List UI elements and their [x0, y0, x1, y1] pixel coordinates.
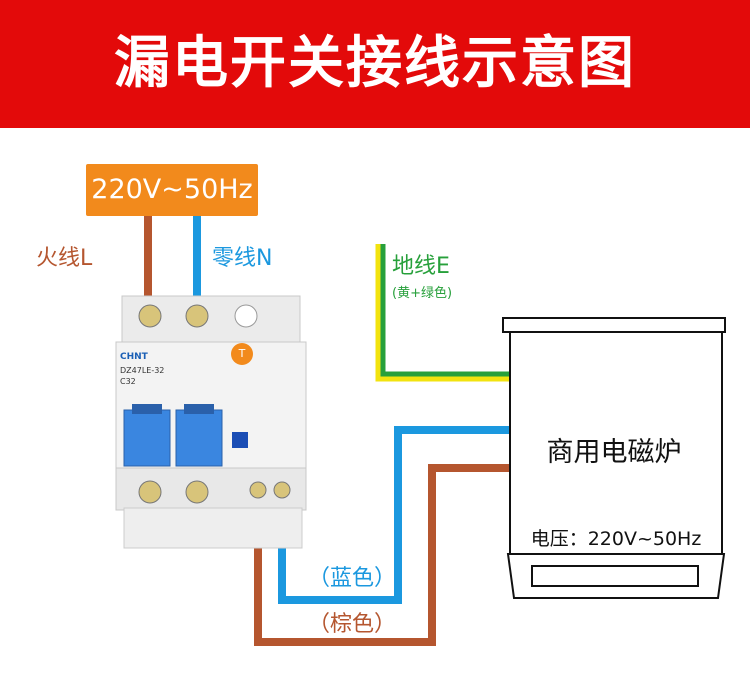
neutral-wire-in	[193, 216, 201, 306]
induction-cooker	[502, 317, 726, 599]
bottom-terminal-2	[185, 480, 209, 504]
breaker-brand: CHNT	[120, 352, 148, 362]
top-terminal-3	[234, 304, 258, 328]
breaker-switch-1	[123, 409, 171, 467]
brown-wire-out	[254, 464, 510, 646]
live-wire-in	[144, 216, 152, 306]
leakage-breaker	[115, 295, 307, 549]
breaker-switch-2	[175, 409, 223, 467]
top-terminal-2	[185, 304, 209, 328]
breaker-rating: C32	[120, 377, 136, 386]
test-button-label: T	[238, 347, 246, 360]
device-name: 商用电磁炉	[546, 437, 682, 468]
blue-wire-label: （蓝色）	[308, 566, 397, 591]
device-voltage: 电压：220V~50Hz	[530, 528, 702, 550]
bottom-terminal-4	[273, 481, 291, 499]
bottom-terminal-3	[249, 481, 267, 499]
earth-wire-label: 地线E	[392, 254, 450, 279]
neutral-wire-label: 零线N	[212, 246, 273, 271]
indicator-window	[232, 432, 248, 448]
title-banner	[0, 0, 750, 128]
bottom-terminal-1	[138, 480, 162, 504]
earth-wire-color-note: (黄+绿色)	[392, 286, 453, 301]
supply-voltage-box: 220V~50Hz	[86, 164, 258, 216]
blue-wire-out	[278, 426, 510, 604]
brown-wire-label: （棕色）	[308, 612, 397, 637]
earth-wire-yellow	[375, 244, 510, 382]
earth-wire-green	[380, 244, 510, 377]
live-wire-label: 火线L	[36, 246, 93, 271]
breaker-model: DZ47LE-32	[120, 366, 165, 375]
test-button	[231, 343, 253, 365]
page-title: 漏电开关接线示意图	[114, 31, 636, 96]
top-terminal-1	[138, 304, 162, 328]
